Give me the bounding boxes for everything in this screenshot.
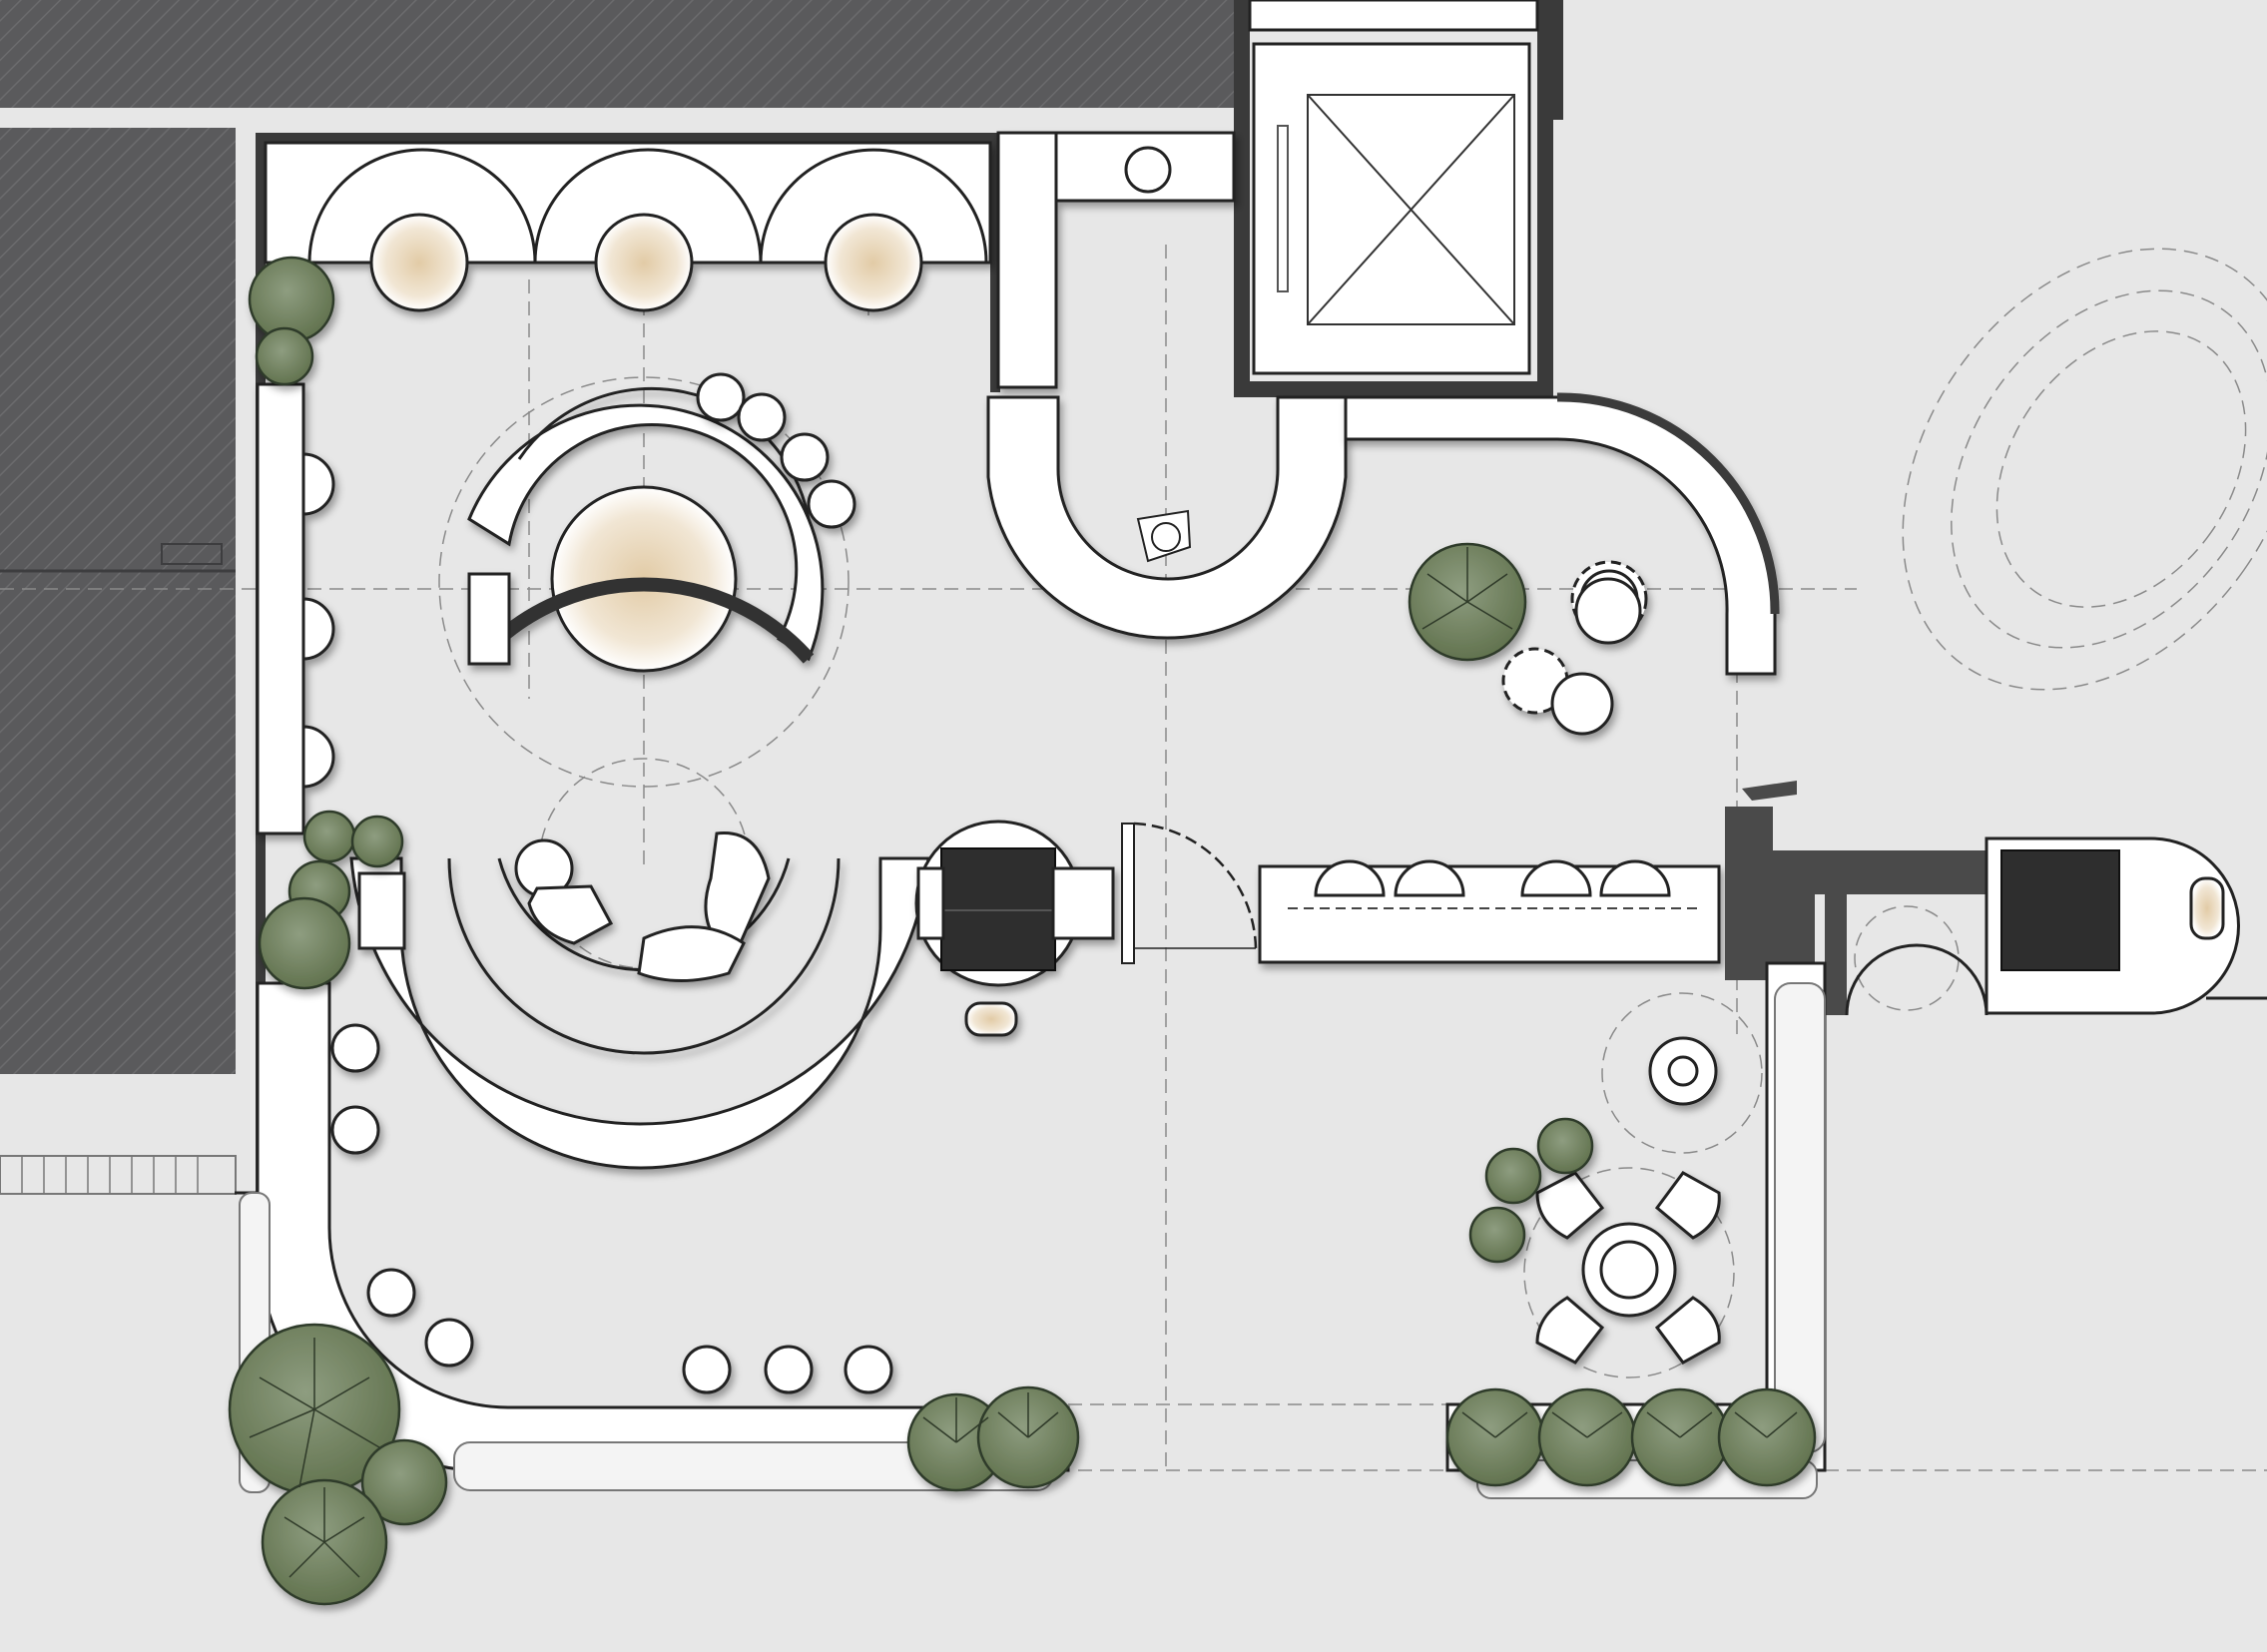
walkway-stools — [330, 1023, 893, 1394]
u-counter — [986, 131, 1348, 640]
neighbour-steps — [0, 1155, 237, 1195]
elevator-shaft — [1248, 0, 1539, 375]
neighbour-roof-left — [0, 128, 236, 1074]
kiosk-structure — [1725, 781, 2267, 1016]
left-bench — [256, 382, 335, 835]
island-stools — [696, 372, 856, 529]
appliance-station — [914, 820, 1115, 1037]
tree-branch-marks — [249, 547, 1798, 1578]
person-figure — [1136, 509, 1192, 563]
dining-table-set — [1535, 1036, 1721, 1365]
bar-counter-right — [1258, 859, 1721, 964]
entrance-door — [1121, 822, 1258, 964]
cafe-stools-right — [1501, 560, 1648, 736]
booth-seating-top — [264, 141, 992, 312]
curved-bar — [1344, 392, 1780, 676]
neighbour-roof-top — [0, 0, 1234, 108]
curved-banquette-lower — [349, 856, 930, 1170]
lounge-chairs — [514, 831, 771, 982]
